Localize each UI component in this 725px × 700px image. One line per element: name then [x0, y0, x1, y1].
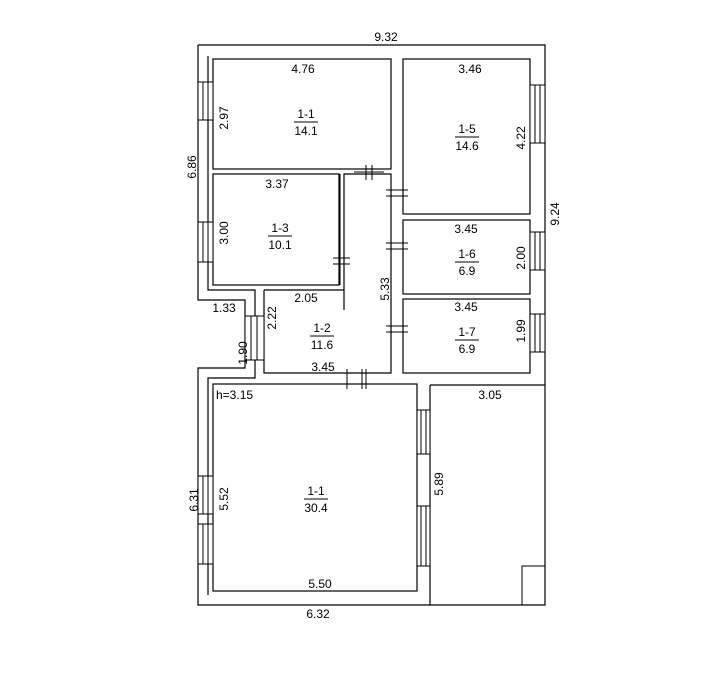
room-1-7-id: 1-7 [458, 325, 476, 339]
doors [333, 165, 408, 389]
room-labels: 1-1 14.1 1-5 14.6 1-3 10.1 1-6 6.9 1-7 6… [268, 107, 479, 515]
dimension-labels: 9.32 4.76 3.46 3.37 3.45 2.05 1.33 3.45 … [185, 30, 562, 621]
dim-notch-width: 1.33 [212, 301, 236, 315]
room-1-1-area: 30.4 [304, 501, 328, 515]
room-1-6-area: 6.9 [459, 264, 476, 278]
ceiling-height: h=3.15 [216, 388, 253, 402]
dim-right-total: 9.24 [548, 202, 562, 226]
windows [197, 81, 546, 567]
room-1-5-id: 1-5 [458, 122, 476, 136]
dim-left-lower: 6.31 [187, 488, 201, 512]
dim-r12-height: 2.22 [265, 306, 279, 330]
dim-corridor-length: 5.33 [378, 277, 392, 301]
dim-left-upper: 6.86 [185, 155, 199, 179]
dim-r17-width: 3.45 [454, 300, 478, 314]
dim-r14-height: 2.97 [217, 106, 231, 130]
dim-r16-height: 2.00 [514, 246, 528, 270]
dim-r15-width: 3.46 [458, 62, 482, 76]
dim-r11-width: 5.50 [308, 577, 332, 591]
room-1-3-area: 10.1 [268, 238, 292, 252]
dim-top-total: 9.32 [374, 30, 398, 44]
dim-notch-height: 1.90 [236, 341, 250, 365]
dim-r14-width: 4.76 [291, 62, 315, 76]
room-1-5-area: 14.6 [455, 139, 479, 153]
dim-r11-height: 5.52 [217, 487, 231, 511]
dim-bottom-total: 6.32 [306, 607, 330, 621]
dim-r13-width: 3.37 [265, 177, 289, 191]
dim-r16-width: 3.45 [454, 222, 478, 236]
room-1-3-id: 1-3 [271, 221, 289, 235]
room-1-7-area: 6.9 [459, 342, 476, 356]
dim-annex-width: 3.05 [478, 388, 502, 402]
dim-r12-top: 2.05 [294, 291, 318, 305]
room-1-1-id: 1-1 [307, 484, 325, 498]
annex-area [429, 384, 545, 605]
room-1-2-area: 11.6 [311, 338, 334, 352]
dim-r12-bottom: 3.45 [311, 360, 335, 374]
room-1-4-area: 14.1 [294, 124, 318, 138]
dim-annex-height: 5.89 [432, 472, 446, 496]
room-1-6-id: 1-6 [458, 247, 476, 261]
dim-r13-height: 3.00 [217, 221, 231, 245]
room-1-4-id: 1-1 [297, 107, 315, 121]
dim-r17-height: 1.99 [514, 319, 528, 343]
room-1-2-id: 1-2 [313, 321, 331, 335]
dim-r15-height: 4.22 [514, 126, 528, 150]
